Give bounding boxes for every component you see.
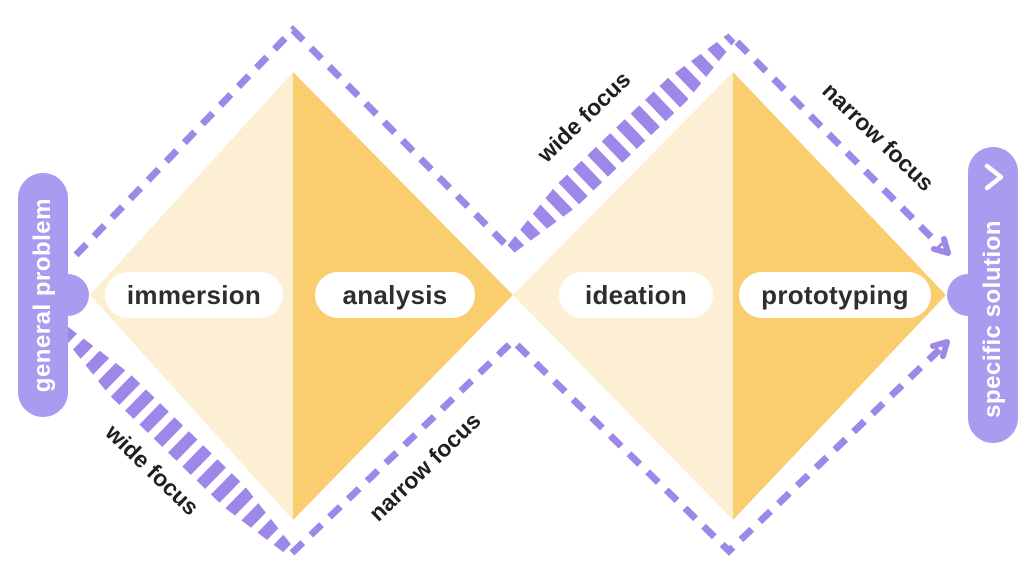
arrow-to-solution-bottom <box>930 339 950 359</box>
specific-solution-label-wrap: specific solution <box>979 195 1007 443</box>
endpoint-specific-solution: specific solution <box>968 147 1018 443</box>
endpoint-general-problem: general problem <box>18 173 68 417</box>
stage-immersion: immersion <box>105 272 283 318</box>
stage-ideation: ideation <box>559 272 713 318</box>
chevron-right-icon <box>984 163 1004 191</box>
stage-analysis-label: analysis <box>342 279 448 310</box>
general-problem-label: general problem <box>29 197 56 393</box>
stage-immersion-label: immersion <box>126 279 262 310</box>
dashed-line-bottom <box>289 336 943 556</box>
dashed-line-top-diamond1 <box>73 24 512 258</box>
dashed-line-top-diamond2-right <box>734 39 944 250</box>
arrow-to-solution-top <box>931 236 951 256</box>
stage-prototyping-label: prototyping <box>761 279 909 310</box>
wide-focus-band-bottom <box>60 326 294 555</box>
stage-ideation-label: ideation <box>584 279 688 310</box>
specific-solution-label: specific solution <box>979 220 1006 418</box>
stage-prototyping: prototyping <box>739 272 931 318</box>
stage-analysis: analysis <box>315 272 475 318</box>
wide-focus-band-top <box>507 33 736 253</box>
